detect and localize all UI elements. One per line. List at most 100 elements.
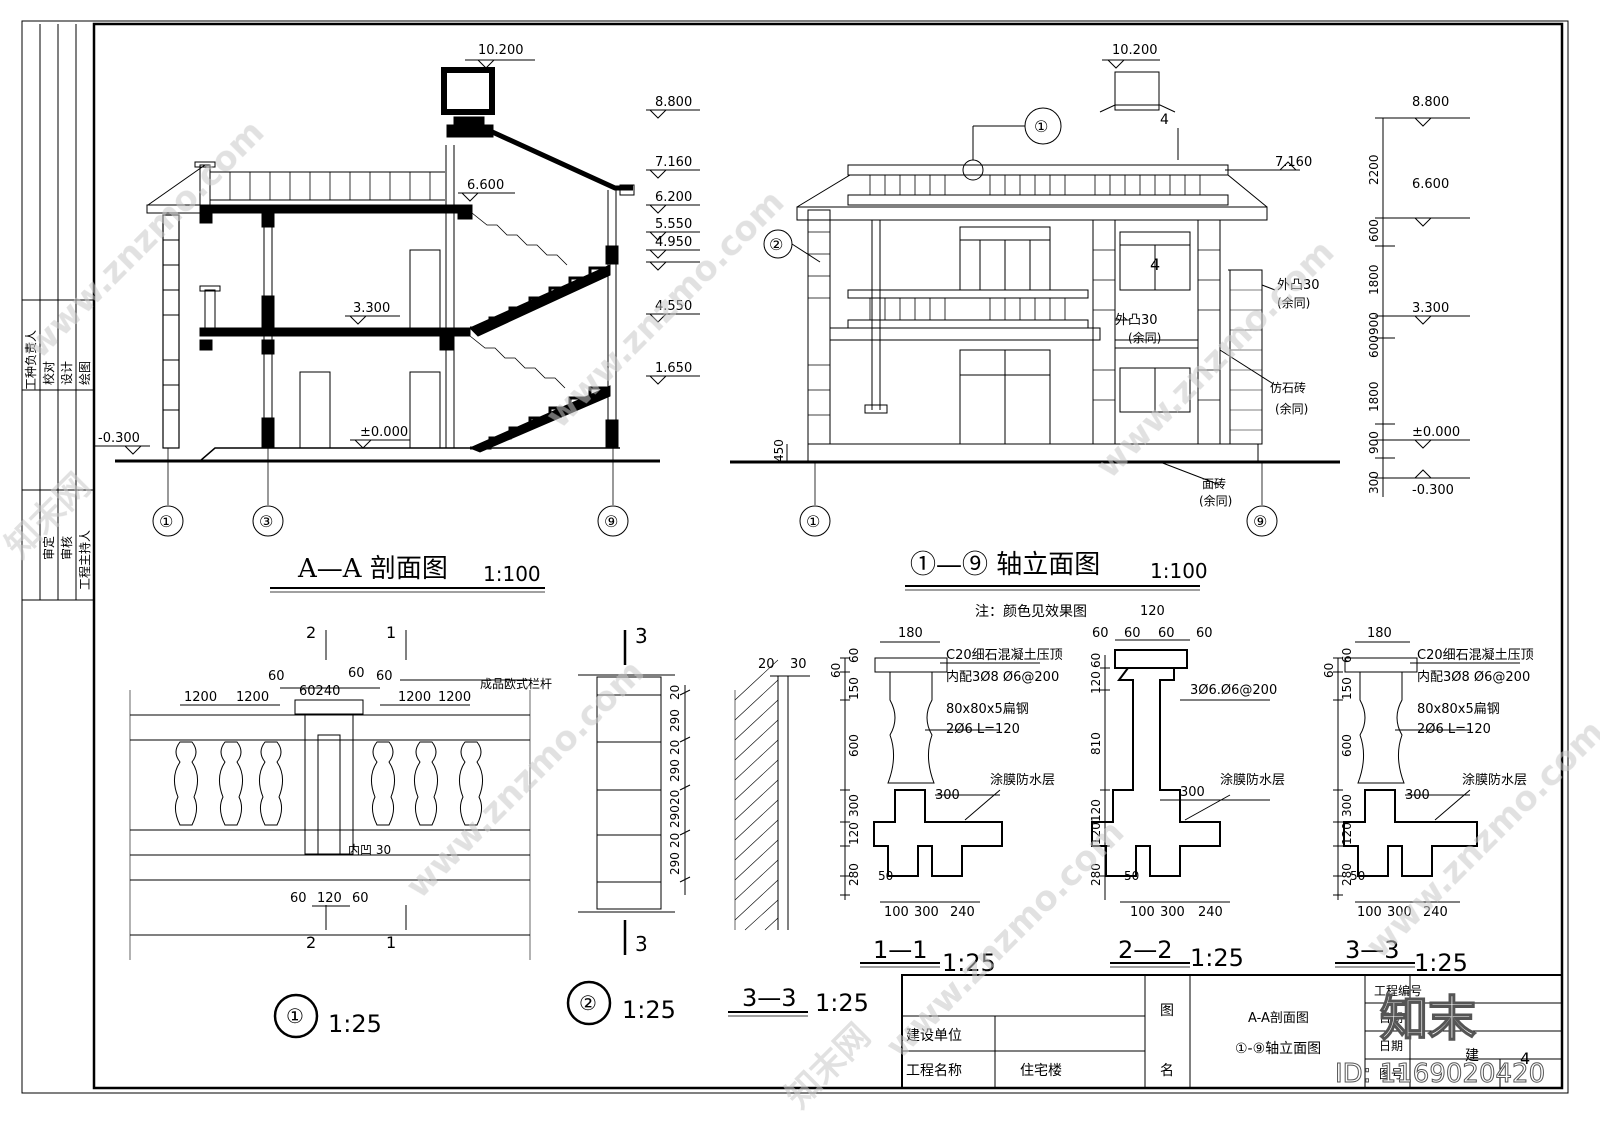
section-11-drawing — [840, 641, 1040, 968]
s11-label-2: 内配3Ø8 Ø6@200 — [946, 669, 1059, 685]
el-axis-1: ① — [806, 512, 820, 531]
aa-el-6200: 6.200 — [655, 190, 692, 205]
d1-mark-bot-1: 1 — [386, 933, 396, 952]
s33-v5: 300 — [1340, 794, 1354, 817]
aa-el-7160: 7.160 — [655, 155, 692, 170]
d1-dim-6: 60 — [376, 669, 393, 684]
s22-label-1: 3Ø6.Ø6@200 — [1190, 683, 1277, 698]
s33-top: 180 — [1367, 626, 1392, 641]
s11-scale: 1:25 — [942, 949, 996, 977]
d1-mark-top-1: 1 — [386, 623, 396, 642]
s33-b3: 240 — [1423, 905, 1448, 920]
d1-dim-b3: 60 — [352, 891, 369, 906]
tb-draw-name-1: A-A剖面图 — [1248, 1011, 1309, 1026]
s11-label-5: 涂膜防水层 — [990, 772, 1055, 788]
s11-b1: 100 — [884, 905, 909, 920]
el-dim-2200: 2200 — [1367, 154, 1381, 185]
aa-el-1650: 1.650 — [655, 361, 692, 376]
s11-dim-300: 300 — [935, 788, 960, 803]
el-label-yt4: (余同) — [1199, 493, 1232, 508]
el-dim-600b: 600 — [1367, 335, 1381, 358]
aa-el-000: ±0.000 — [360, 425, 408, 440]
elevation-19-texts: 10.200 8.800 7.160 6.600 3.300 ±0.000 -0… — [769, 43, 1460, 620]
tb-draw-label-1: 图 — [1160, 1003, 1174, 1019]
s11-b3: 240 — [950, 905, 975, 920]
d1-mark-bot-2: 2 — [306, 933, 316, 952]
el-axis-9: ⑨ — [1253, 512, 1267, 531]
el-el-6600: 6.600 — [1412, 177, 1449, 192]
section-11-texts: 180 C20细石混凝土压顶 内配3Ø8 Ø6@200 80x80x5扁钢 2Ø… — [829, 626, 1063, 977]
d2-dim-b2: 290 — [668, 759, 682, 782]
s33-b2: 300 — [1387, 905, 1412, 920]
s22-td2: 60 — [1124, 626, 1141, 641]
strip-role-7: 工程主持人 — [77, 530, 92, 590]
el-scale: 1:100 — [1150, 559, 1208, 583]
d1-scale: 1:25 — [328, 1010, 382, 1038]
d33-scale: 1:25 — [815, 989, 869, 1017]
sheet-outer-border — [21, 20, 1569, 1094]
el-label-yt2: (余同) — [1128, 330, 1161, 345]
d1-dim-1: 1200 — [184, 690, 217, 705]
s33-v4: 600 — [1340, 734, 1354, 757]
el-label-stone: 仿石砖 — [1270, 380, 1306, 395]
strip-role-2: 校对 — [41, 361, 56, 385]
s22-label-2: 涂膜防水层 — [1220, 772, 1285, 788]
tb-draw-label-2: 名 — [1160, 1063, 1174, 1079]
sheet-inner-border — [92, 22, 1564, 1090]
s11-title: 1—1 — [873, 936, 928, 964]
aa-el-10200: 10.200 — [478, 43, 524, 58]
s22-b2: 300 — [1160, 905, 1185, 920]
s22-dim-300: 300 — [1180, 785, 1205, 800]
d2-dim-d1: 20 — [668, 833, 682, 848]
section-aa-texts: 10.200 8.800 7.160 6.600 6.200 5.550 4.9… — [98, 43, 692, 593]
aa-el-3300: 3.300 — [353, 301, 390, 316]
s11-label-1: C20细石混凝土压顶 — [946, 647, 1063, 663]
s22-v3: 810 — [1089, 732, 1103, 755]
d1-dim-2: 1200 — [236, 690, 269, 705]
watermark: www.znzmo.com www.znzmo.com www.znzmo.co… — [0, 112, 1600, 1116]
aa-el-5550: 5.550 — [655, 217, 692, 232]
tb-right-4: 图号 — [1379, 1067, 1403, 1081]
el-label-tile: 面砖 — [1202, 476, 1226, 491]
s33-title: 3—3 — [1345, 936, 1400, 964]
el-el-10200: 10.200 — [1112, 43, 1158, 58]
s22-b3: 240 — [1198, 905, 1223, 920]
s22-v1: 60 — [1089, 653, 1103, 668]
d2-mark-top: 3 — [635, 624, 648, 648]
el-label-wt1: 外凸30 — [1277, 278, 1320, 293]
watermark-site-6: www.znzmo.com — [1358, 712, 1600, 966]
d1-number: ① — [286, 1004, 304, 1028]
s22-td3: 60 — [1158, 626, 1175, 641]
s22-scale: 1:25 — [1190, 944, 1244, 972]
s33-v6: 120 — [1340, 822, 1354, 845]
el-dim-1800a: 1800 — [1367, 264, 1381, 295]
el-label-yt1: (余同) — [1277, 295, 1310, 310]
aa-axis-3: ③ — [259, 512, 273, 531]
d1-label-inner: 内凹 30 — [348, 843, 391, 857]
d2-dim-a1: 20 — [668, 685, 682, 700]
s33-scale: 1:25 — [1414, 949, 1468, 977]
s33-v7: 280 — [1340, 863, 1354, 886]
d2-dim-a2: 290 — [668, 709, 682, 732]
el-el-7160: 7.160 — [1275, 155, 1312, 170]
s33-v8: 50 — [1350, 869, 1365, 883]
watermark-logo: 知末 — [1380, 991, 1476, 1047]
s11-v5: 300 — [847, 794, 861, 817]
tb-right-2: 日期 — [1379, 1011, 1403, 1025]
s11-v8: 50 — [878, 869, 893, 883]
s11-v1: 60 — [829, 663, 843, 678]
strip-role-6: 审核 — [59, 536, 74, 560]
strip-role-4: 绘图 — [77, 361, 92, 385]
d2-dim-20: 20 — [758, 657, 775, 672]
el-dim-900a: 900 — [1367, 312, 1381, 335]
watermark-site-3: www.znzmo.com — [1088, 232, 1342, 486]
s22-top: 120 — [1140, 604, 1165, 619]
s11-b2: 300 — [914, 905, 939, 920]
section-aa-drawing — [95, 59, 700, 537]
strip-role-1: 工种负责人 — [24, 330, 38, 390]
s22-v4: 120 — [1089, 799, 1103, 822]
d2-number: ② — [579, 991, 597, 1015]
watermark-logo-group: 知末 ID: 1169020420 — [1335, 990, 1546, 1089]
el-dim-900b: 900 — [1367, 431, 1381, 454]
